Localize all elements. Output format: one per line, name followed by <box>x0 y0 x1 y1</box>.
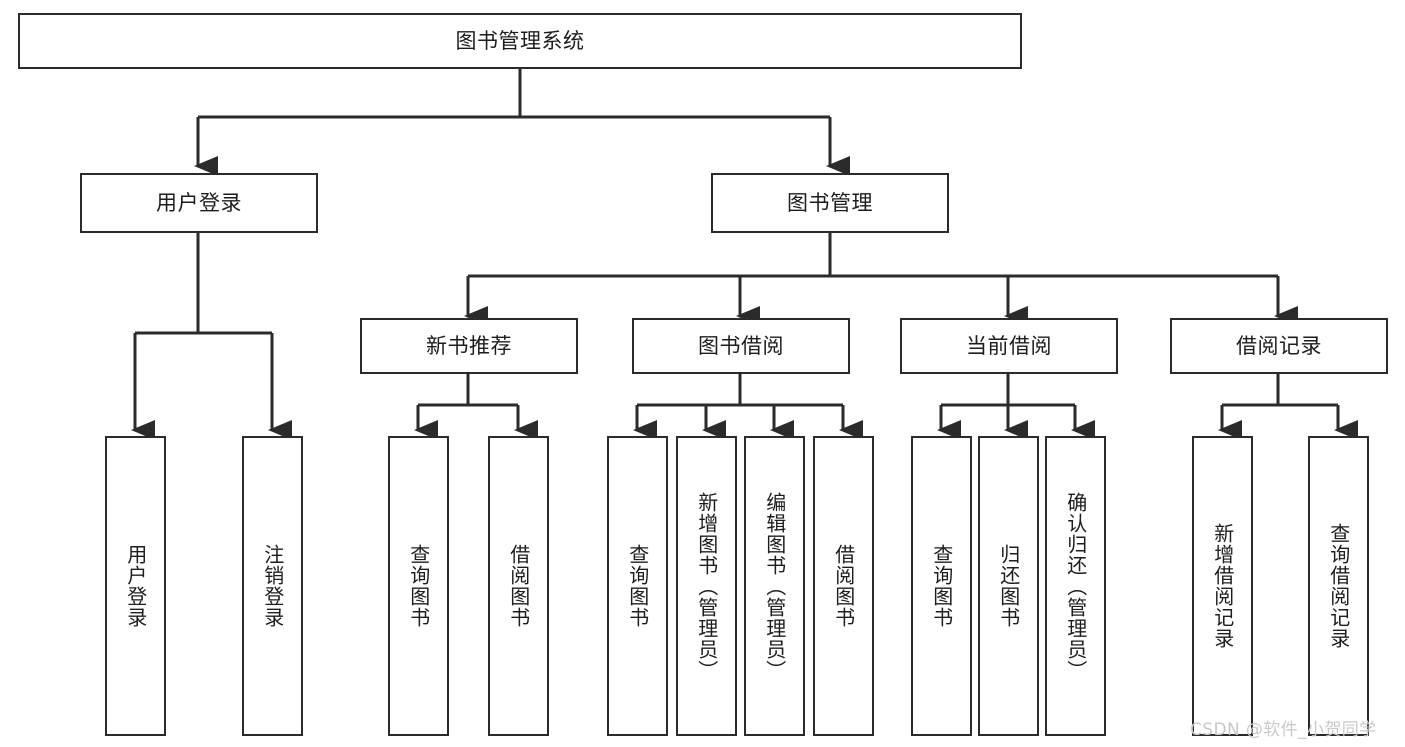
node-current-borrow-label: 当前借阅 <box>966 333 1052 358</box>
node-leaf-new-book-2[interactable]: 借阅图书 <box>488 436 549 736</box>
node-leaf-label: 归还图书 <box>996 544 1021 628</box>
node-new-book-recommend-label: 新书推荐 <box>426 333 512 358</box>
node-leaf-label: 查询图书 <box>625 544 650 628</box>
node-leaf-label: 用户登录 <box>123 544 148 628</box>
node-leaf-label: 注销登录 <box>260 544 285 628</box>
node-leaf-label: 查询图书 <box>929 544 954 628</box>
node-borrow-record[interactable]: 借阅记录 <box>1170 318 1388 374</box>
node-leaf-borrow-record-2[interactable]: 查询借阅记录 <box>1308 436 1369 736</box>
node-user-login-label: 用户登录 <box>156 190 242 215</box>
node-new-book-recommend[interactable]: 新书推荐 <box>360 318 578 374</box>
node-leaf-book-borrow-4[interactable]: 借阅图书 <box>813 436 874 736</box>
node-leaf-current-borrow-1[interactable]: 查询图书 <box>911 436 972 736</box>
node-book-borrow-label: 图书借阅 <box>698 333 784 358</box>
node-leaf-new-book-1[interactable]: 查询图书 <box>388 436 449 736</box>
node-book-borrow[interactable]: 图书借阅 <box>632 318 850 374</box>
node-book-management-label: 图书管理 <box>787 190 873 215</box>
node-leaf-book-borrow-3[interactable]: 编辑图书（管理员） <box>744 436 805 736</box>
node-leaf-user-login-2[interactable]: 注销登录 <box>242 436 303 736</box>
node-user-login[interactable]: 用户登录 <box>80 173 318 233</box>
node-leaf-label: 编辑图书（管理员） <box>762 491 787 681</box>
node-leaf-label: 借阅图书 <box>831 544 856 628</box>
node-leaf-book-borrow-2[interactable]: 新增图书（管理员） <box>676 436 737 736</box>
node-root[interactable]: 图书管理系统 <box>18 13 1022 69</box>
node-root-label: 图书管理系统 <box>455 28 585 53</box>
node-current-borrow[interactable]: 当前借阅 <box>900 318 1118 374</box>
node-leaf-label: 查询借阅记录 <box>1326 523 1351 649</box>
node-leaf-label: 查询图书 <box>406 544 431 628</box>
node-leaf-label: 新增借阅记录 <box>1210 523 1235 649</box>
node-leaf-label: 新增图书（管理员） <box>694 491 719 681</box>
node-leaf-label: 确认归还（管理员） <box>1063 491 1088 681</box>
node-book-management[interactable]: 图书管理 <box>711 173 949 233</box>
node-leaf-label: 借阅图书 <box>506 544 531 628</box>
node-leaf-book-borrow-1[interactable]: 查询图书 <box>607 436 668 736</box>
node-leaf-current-borrow-3[interactable]: 确认归还（管理员） <box>1045 436 1106 736</box>
node-leaf-current-borrow-2[interactable]: 归还图书 <box>978 436 1039 736</box>
node-borrow-record-label: 借阅记录 <box>1236 333 1322 358</box>
node-leaf-user-login-1[interactable]: 用户登录 <box>105 436 166 736</box>
node-leaf-borrow-record-1[interactable]: 新增借阅记录 <box>1192 436 1253 736</box>
